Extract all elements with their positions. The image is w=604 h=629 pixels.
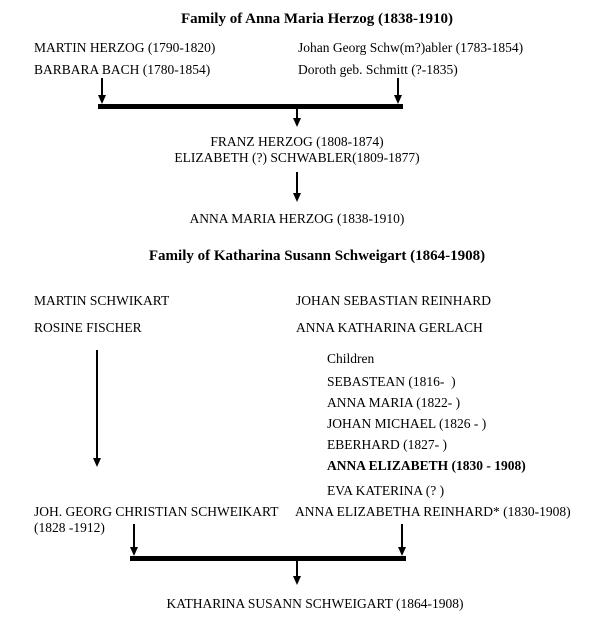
tree1-descendant: ANNA MARIA HERZOG (1838-1910) bbox=[189, 211, 405, 226]
tree2-descendant: KATHARINA SUSANN SCHWEIGART (1864-1908) bbox=[166, 596, 464, 611]
tree2-child-anna-maria: ANNA MARIA (1822- ) bbox=[327, 395, 461, 410]
tree2-maternal-grandmother: ANNA KATHARINA GERLACH bbox=[296, 320, 483, 335]
tree2-child-eva-katerina: EVA KATERINA (? ) bbox=[327, 483, 445, 498]
tree1-mother: ELIZABETH (?) SCHWABLER(1809-1877) bbox=[174, 150, 420, 165]
tree2-mother: ANNA ELIZABETHA REINHARD* (1830-1908) bbox=[295, 504, 571, 519]
tree1-left-descent-arrow bbox=[98, 78, 106, 104]
tree2-children-label: Children bbox=[327, 351, 375, 366]
tree2-paternal-grandmother: ROSINE FISCHER bbox=[34, 320, 142, 335]
tree1-right-descent-arrow bbox=[394, 78, 402, 104]
tree2-union-descent-arrow bbox=[293, 561, 301, 585]
tree2-father-dates: (1828 -1912) bbox=[34, 520, 105, 535]
tree2-left-long-descent-arrow bbox=[93, 350, 101, 467]
tree1-maternal-grandfather: Johan Georg Schw(m?)abler (1783-1854) bbox=[298, 40, 524, 55]
tree1-paternal-grandmother: BARBARA BACH (1780-1854) bbox=[34, 62, 211, 77]
tree1-paternal-grandfather: MARTIN HERZOG (1790-1820) bbox=[34, 40, 216, 55]
tree2-child-sebastean: SEBASTEAN (1816- ) bbox=[327, 374, 456, 389]
tree1-union-bar bbox=[98, 104, 403, 109]
tree2-maternal-grandfather: JOHAN SEBASTIAN REINHARD bbox=[296, 293, 492, 308]
tree2-union-bar bbox=[130, 556, 406, 561]
tree2-father-block: JOH. GEORG CHRISTIAN SCHWEIKART(1828 -19… bbox=[34, 504, 278, 536]
tree2-mother-descent-arrow bbox=[398, 524, 406, 556]
tree1-title: Family of Anna Maria Herzog (1838-1910) bbox=[180, 11, 454, 27]
tree2-father-descent-arrow bbox=[130, 524, 138, 556]
tree2-title: Family of Katharina Susann Schweigart (1… bbox=[148, 248, 486, 264]
tree1-union-descent-arrow bbox=[293, 109, 301, 127]
tree2-child-johan-michael: JOHAN MICHAEL (1826 - ) bbox=[327, 416, 487, 431]
tree2-paternal-grandfather: MARTIN SCHWIKART bbox=[34, 293, 170, 308]
tree1-father: FRANZ HERZOG (1808-1874) bbox=[210, 134, 384, 149]
tree2-child-eberhard: EBERHARD (1827- ) bbox=[327, 437, 447, 452]
tree2-child-anna-elizabeth: ANNA ELIZABETH (1830 - 1908) bbox=[327, 458, 526, 473]
tree2-father-name: JOH. GEORG CHRISTIAN SCHWEIKART bbox=[34, 504, 279, 519]
tree1-parents-couple: FRANZ HERZOG (1808-1874)ELIZABETH (?) SC… bbox=[174, 134, 419, 166]
tree1-maternal-grandmother: Doroth geb. Schmitt (?-1835) bbox=[298, 62, 458, 77]
tree1-parents-descent-arrow bbox=[293, 172, 301, 202]
